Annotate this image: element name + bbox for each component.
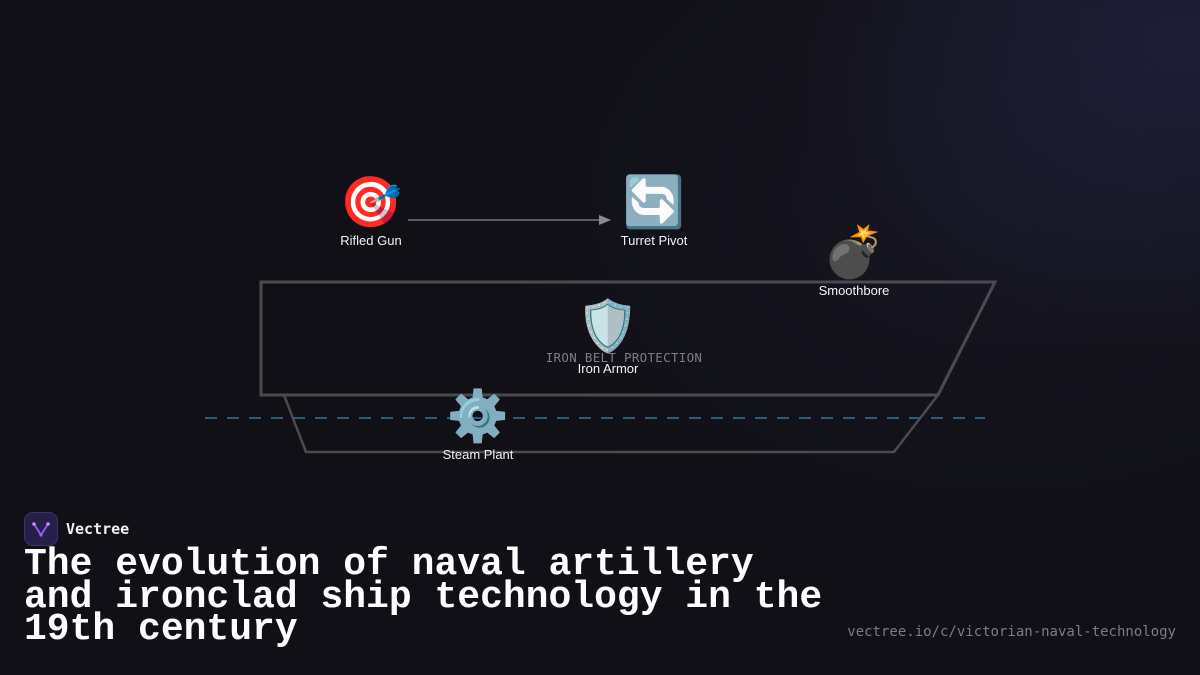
node-rifled-gun[interactable]: 🎯 Rifled Gun: [301, 173, 441, 248]
node-label: Rifled Gun: [340, 233, 402, 248]
node-smoothbore[interactable]: 💣 Smoothbore: [784, 223, 924, 298]
bomb-icon: 💣: [822, 224, 886, 280]
target-icon: 🎯: [339, 174, 403, 230]
node-label: Smoothbore: [818, 283, 890, 298]
gear-icon: ⚙️: [446, 388, 510, 444]
source-url[interactable]: vectree.io/c/victorian-naval-technology: [847, 624, 1176, 640]
vectree-logo-icon: [24, 512, 58, 546]
node-turret-pivot[interactable]: 🔄 Turret Pivot: [584, 173, 724, 248]
brand[interactable]: Vectree: [24, 512, 129, 546]
hull-lower-outline: [282, 394, 939, 454]
node-label: Turret Pivot: [620, 233, 688, 248]
page-title: The evolution of naval artillery and iro…: [24, 543, 823, 651]
node-steam-plant[interactable]: ⚙️ Steam Plant: [408, 387, 548, 462]
node-iron-armor[interactable]: 🛡️ Iron Armor: [538, 297, 678, 376]
rotate-arrows-icon: 🔄: [622, 174, 686, 230]
shield-icon: 🛡️: [576, 298, 640, 354]
node-label: Steam Plant: [442, 447, 514, 462]
brand-name: Vectree: [66, 520, 130, 538]
node-label: Iron Armor: [577, 361, 639, 376]
iron-belt-protection-label: IRON BELT PROTECTION: [545, 350, 703, 365]
